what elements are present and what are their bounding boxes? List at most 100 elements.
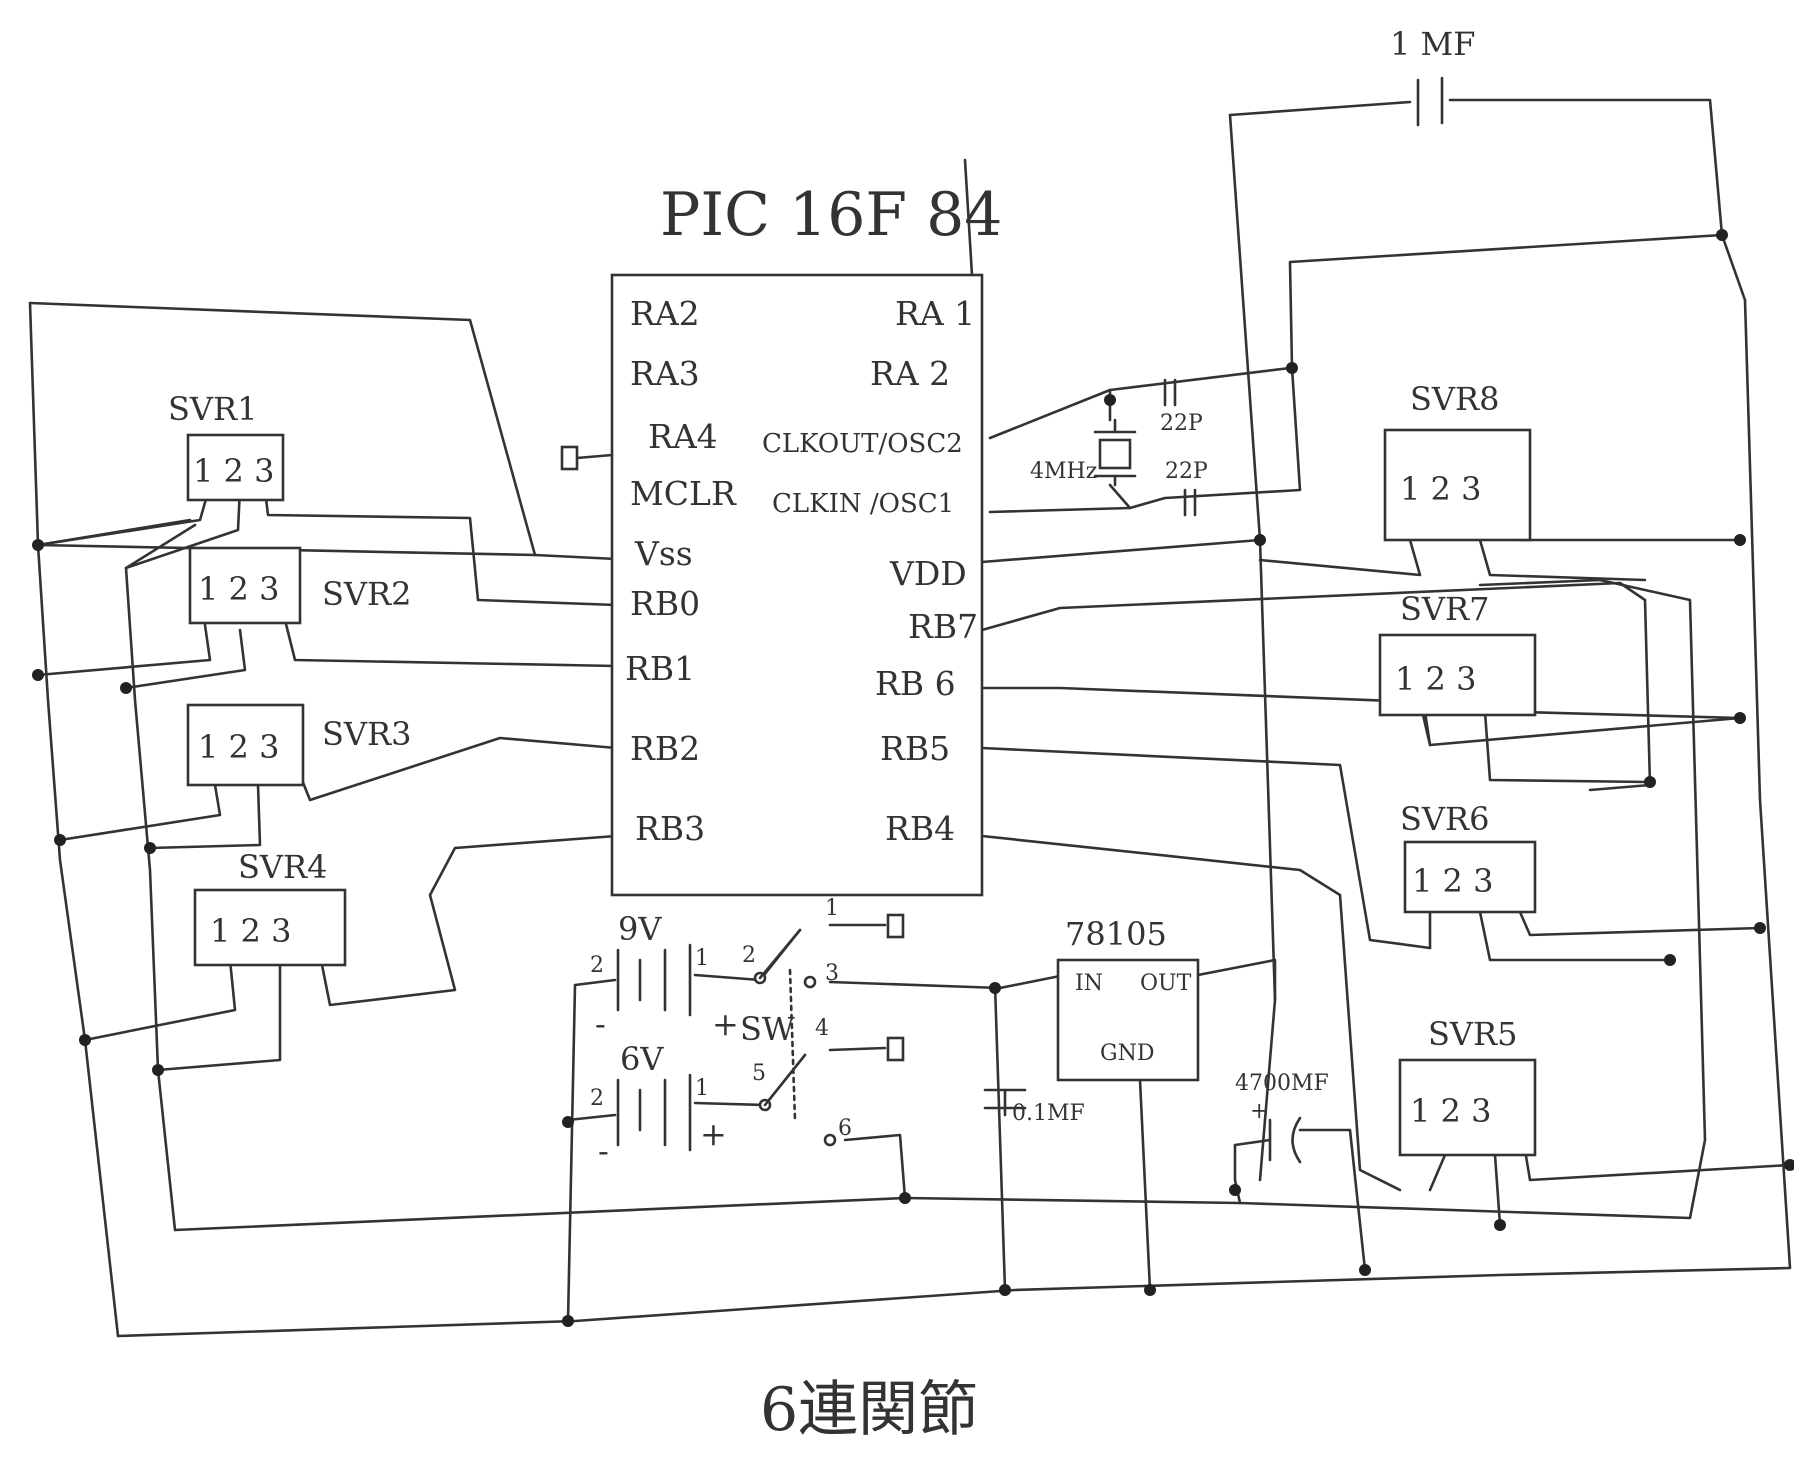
cap-01mf-label: 0.1MF bbox=[1012, 1101, 1085, 1126]
svr7-label: SVR7 bbox=[1400, 590, 1489, 628]
pin-rb1: RB1 bbox=[625, 649, 695, 688]
wire-top-cap bbox=[1228, 100, 1412, 117]
pin-ra3: RA3 bbox=[630, 354, 700, 393]
pin-rb2: RB2 bbox=[630, 729, 700, 768]
sw-pin-5: 5 bbox=[752, 1061, 766, 1086]
b6-pin-minus: 2 bbox=[590, 1086, 604, 1111]
wire-svr6-p3 bbox=[1518, 910, 1762, 937]
wire-reg-out bbox=[1196, 958, 1277, 1002]
svr6-pins: 1 2 3 bbox=[1412, 862, 1493, 900]
svr1-pins: 1 2 3 bbox=[193, 452, 274, 490]
regulator-gnd: GND bbox=[1100, 1041, 1154, 1066]
pin-rb6: RB 6 bbox=[875, 664, 956, 703]
wire-b6-neg bbox=[566, 1113, 617, 1122]
wire-svr1-p1 bbox=[36, 483, 212, 547]
pin-rb3: RB3 bbox=[635, 809, 705, 848]
pin-osc2: CLKOUT/OSC2 bbox=[762, 429, 963, 459]
battery-6v-label: 6V bbox=[620, 1040, 664, 1078]
pin-vdd: VDD bbox=[889, 554, 967, 593]
wire-left-top-loop bbox=[28, 301, 618, 561]
battery-9v-label: 9V bbox=[618, 910, 662, 948]
wire-right-top bbox=[1288, 233, 1724, 370]
regulator-in: IN bbox=[1075, 971, 1103, 996]
pin-ra2-left: RA2 bbox=[630, 294, 700, 333]
wire-svr7-p3 bbox=[1518, 710, 1742, 720]
crystal-body bbox=[1098, 438, 1132, 470]
svr2-label: SVR2 bbox=[322, 575, 411, 613]
wire-svr2-p2 bbox=[124, 628, 247, 690]
wire-svr7-p2 bbox=[1483, 710, 1652, 784]
svr7-pins: 1 2 3 bbox=[1395, 660, 1476, 698]
pin-ra2-right: RA 2 bbox=[870, 354, 950, 393]
cap-22p-b-label: 22P bbox=[1165, 459, 1208, 484]
pin-rb7: RB7 bbox=[908, 607, 978, 646]
wire-reg-gnd bbox=[1138, 1078, 1152, 1292]
svr3-pins: 1 2 3 bbox=[198, 728, 279, 766]
capacitor-4700mf: 4700MF + bbox=[1233, 1071, 1329, 1164]
servo-svr5: SVR5 1 2 3 bbox=[1398, 1015, 1537, 1157]
sw-pin-2: 2 bbox=[742, 943, 756, 968]
wire-sw6 bbox=[843, 1133, 907, 1200]
regulator-name: 78105 bbox=[1065, 915, 1167, 953]
capacitor-1mf: 1 MF bbox=[1390, 25, 1476, 127]
wire-svr4-p2 bbox=[156, 963, 282, 1072]
pin-mclr: MCLR bbox=[630, 474, 737, 513]
b9-minus: - bbox=[595, 1005, 606, 1043]
servo-svr3: 1 2 3 SVR3 bbox=[186, 703, 411, 787]
wire-top-cap-r bbox=[1448, 98, 1747, 302]
svr2-pins: 1 2 3 bbox=[198, 570, 279, 608]
wire-svr8-p2 bbox=[1478, 538, 1647, 582]
regulator-78105: 78105 IN OUT GND bbox=[1056, 915, 1200, 1082]
chip-title: PIC 16F 84 bbox=[660, 180, 1002, 250]
wire-svr7-p1 bbox=[1423, 710, 1432, 747]
wire-osc1 bbox=[988, 366, 1302, 514]
wire-svr2-p3 bbox=[283, 618, 618, 668]
wire-b6 bbox=[693, 1053, 807, 1107]
wire-crystal-bot bbox=[1108, 483, 1132, 510]
wire-rb5 bbox=[980, 746, 1432, 950]
wire-svr3-p2 bbox=[148, 783, 262, 850]
wire-svr2-p1 bbox=[36, 623, 212, 677]
pic-chip: PIC 16F 84 RA2 RA3 RA4 MCLR Vss RB0 RB1 … bbox=[560, 158, 1002, 897]
junctions bbox=[32, 229, 1794, 1327]
wire-vdd bbox=[980, 538, 1262, 564]
b9-plus: + bbox=[712, 1005, 739, 1043]
wire-rb7 bbox=[980, 581, 1652, 792]
cap-4700-label: 4700MF bbox=[1235, 1071, 1329, 1096]
wire-svr8-p1 bbox=[1258, 538, 1422, 577]
wire-svr1-p2 bbox=[124, 486, 242, 570]
wire-top-left-vert bbox=[1228, 113, 1277, 1182]
wire-svr4-p1 bbox=[83, 958, 237, 1042]
battery-9v: 9V 2 1 - + bbox=[590, 910, 739, 1043]
wire-reg-in bbox=[993, 983, 1007, 1292]
switch-sw: SW 1 2 3 4 5 6 bbox=[740, 896, 905, 1147]
wire-left-rail-a bbox=[28, 301, 120, 1338]
cap-4700-plus: + bbox=[1250, 1099, 1268, 1124]
wire-sw3 bbox=[828, 973, 1067, 990]
b9-pin-plus: 1 bbox=[695, 946, 709, 971]
wire-svr5-p2 bbox=[1493, 1153, 1502, 1227]
pin-rb4: RB4 bbox=[885, 809, 955, 848]
servo-svr7: SVR7 1 2 3 bbox=[1378, 590, 1537, 717]
cap-22p-a-label: 22P bbox=[1160, 411, 1203, 436]
sw-pin-1: 1 bbox=[825, 896, 839, 921]
wire-svr6-p2 bbox=[1478, 910, 1672, 962]
wire-left-rail-b bbox=[124, 566, 177, 1232]
wire-bottom-rail-b bbox=[116, 298, 1792, 1338]
svr3-label: SVR3 bbox=[322, 715, 411, 753]
cap-1mf-label: 1 MF bbox=[1390, 25, 1476, 63]
pin-vss: Vss bbox=[634, 534, 693, 573]
wire-rb4 bbox=[980, 834, 1402, 1192]
crystal-network: 4MHz 22P 22P bbox=[1030, 378, 1208, 517]
svr1-label: SVR1 bbox=[168, 390, 257, 428]
sw-pin-6: 6 bbox=[838, 1116, 852, 1141]
footer-caption: 6連関節 bbox=[760, 1375, 978, 1445]
svr4-pins: 1 2 3 bbox=[210, 912, 291, 950]
wire-sw4 bbox=[828, 1046, 887, 1052]
b6-minus: - bbox=[598, 1132, 609, 1170]
wire-svr5-p3 bbox=[1523, 1148, 1792, 1182]
sw-pin-4: 4 bbox=[815, 1016, 829, 1041]
regulator-out: OUT bbox=[1140, 971, 1192, 996]
wire-c4700-right bbox=[1298, 1128, 1367, 1272]
